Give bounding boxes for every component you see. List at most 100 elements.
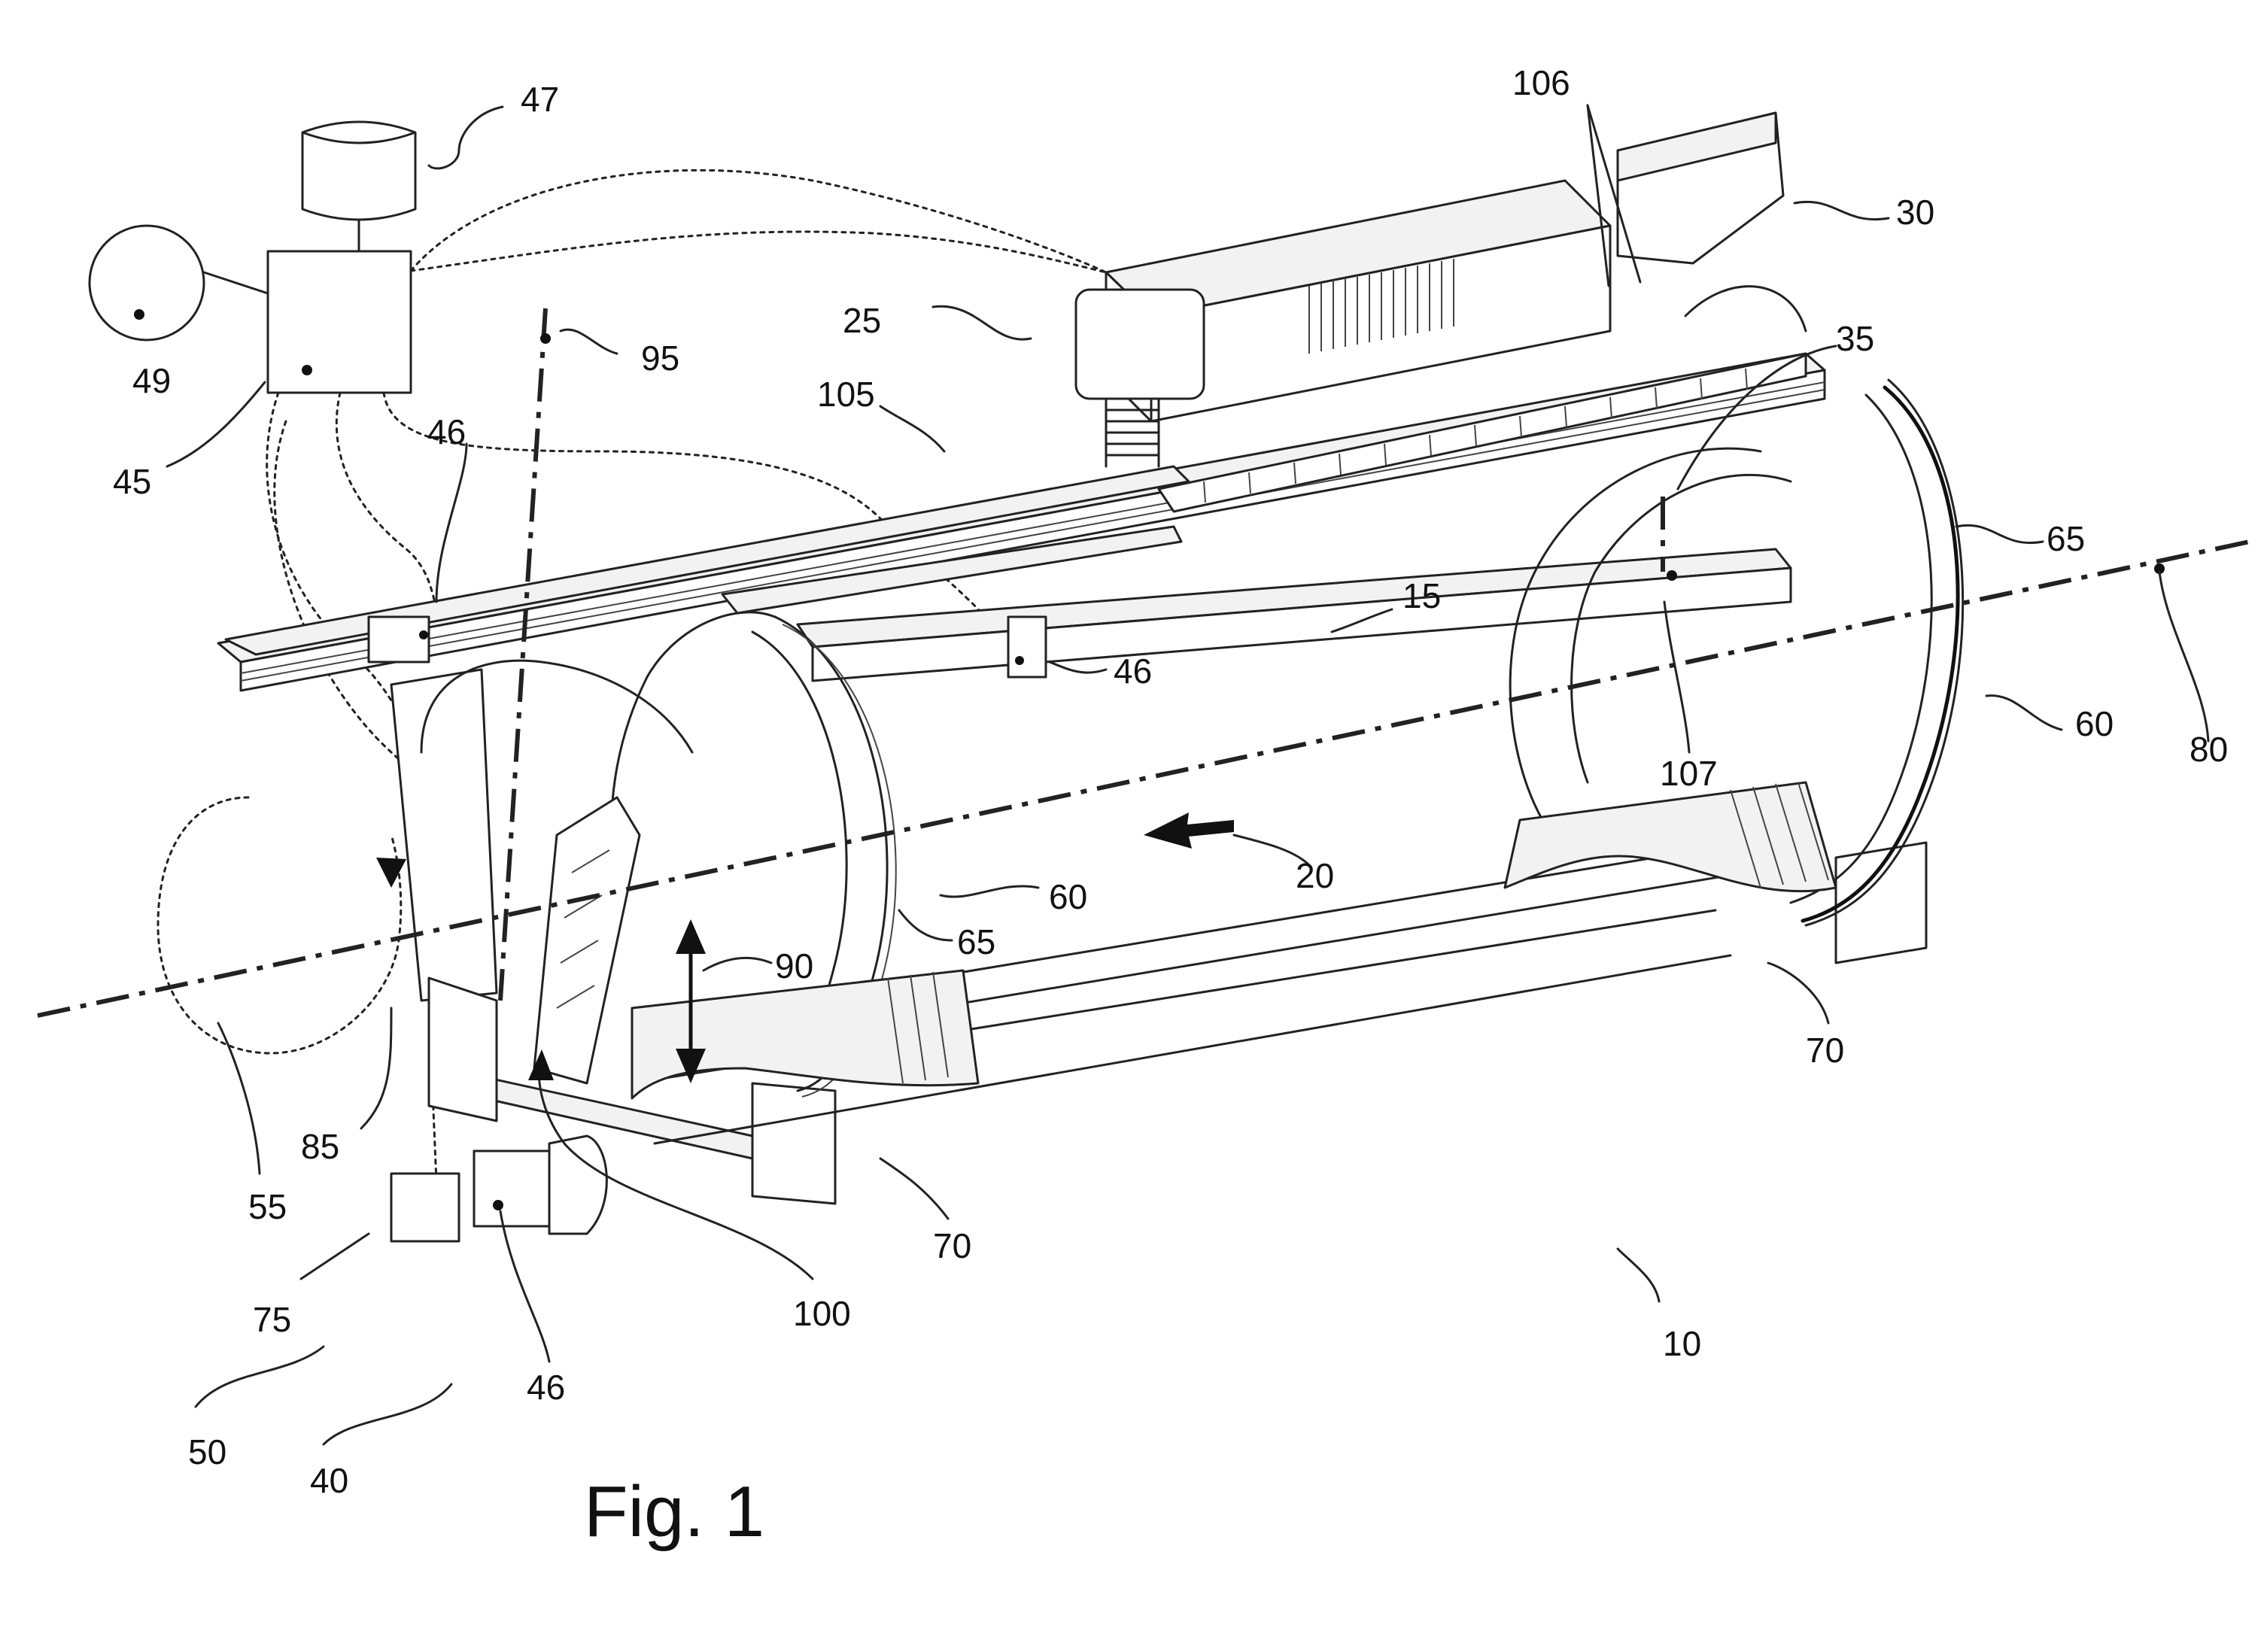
database-cylinder xyxy=(301,120,417,221)
leader-10 xyxy=(1616,1247,1661,1303)
label-40: 40 xyxy=(310,1461,348,1500)
leader-25 xyxy=(931,305,1032,341)
top-motor-dot xyxy=(419,630,428,639)
leader-105 xyxy=(879,405,946,453)
figure-caption: Fig. 1 xyxy=(584,1471,764,1552)
power-source-circle xyxy=(88,224,205,342)
label-60-right: 60 xyxy=(2075,704,2114,743)
axis-lines xyxy=(37,308,2250,1018)
label-100: 100 xyxy=(793,1294,851,1333)
rear-ring-inner-arc xyxy=(1509,447,1762,821)
motor-gearbox xyxy=(548,1134,608,1235)
label-46-bottom: 46 xyxy=(527,1368,565,1407)
leader-15 xyxy=(1330,608,1393,633)
label-30: 30 xyxy=(1896,193,1934,232)
leader-106-left xyxy=(1586,104,1610,287)
leader-20 xyxy=(1232,834,1311,867)
label-75: 75 xyxy=(253,1300,291,1339)
laser-end-plate xyxy=(1074,288,1205,400)
label-46-mid: 46 xyxy=(1114,651,1152,691)
left-base-foot xyxy=(427,976,498,1122)
rotation-arrow-head xyxy=(376,858,406,888)
rear-ring xyxy=(1509,378,1965,927)
leader-95 xyxy=(559,328,618,355)
leader-80 xyxy=(2158,570,2210,742)
carriage-arm-web xyxy=(556,849,610,1009)
rear-ring-inner-arc-2 xyxy=(1570,473,1792,784)
motion-arrows xyxy=(157,796,1234,1280)
laser-unit xyxy=(1074,111,1785,468)
upper-rail-groove-b xyxy=(240,389,1825,682)
leader-46-bottom xyxy=(499,1210,551,1363)
leader-45 xyxy=(166,381,266,468)
sensor-mid-dot xyxy=(1015,656,1024,665)
support-assembly xyxy=(631,781,1837,1145)
right-base-foot xyxy=(1834,841,1928,964)
label-105: 105 xyxy=(817,375,875,414)
label-55: 55 xyxy=(248,1187,287,1226)
cable-chain-links xyxy=(1203,368,1748,503)
vertical-travel-head-bottom xyxy=(676,1049,706,1083)
vertical-axis-line xyxy=(498,308,548,1001)
saddle-ridges-right xyxy=(1730,782,1829,888)
label-80: 80 xyxy=(2190,730,2228,769)
sensor-mid xyxy=(1007,615,1047,679)
rear-ring-gear-teeth xyxy=(1801,385,1960,923)
leader-107 xyxy=(1663,600,1691,754)
motor-left-body xyxy=(390,1172,460,1243)
feed-direction-arrow xyxy=(1144,812,1234,849)
rear-rail xyxy=(224,465,1190,656)
label-25: 25 xyxy=(843,301,881,340)
mid-base-foot xyxy=(751,1082,837,1205)
saddle-ridges-left xyxy=(887,971,949,1084)
carriage-plate xyxy=(721,525,1183,615)
wire-top-loop xyxy=(409,169,1108,274)
rotation-dashed-circle xyxy=(157,796,403,1055)
top-motor-body xyxy=(367,615,430,664)
ref-100-arrow-head xyxy=(528,1049,554,1080)
label-65-right: 65 xyxy=(2047,519,2085,558)
label-20: 20 xyxy=(1296,856,1334,895)
rear-ring-inner xyxy=(1789,393,1933,904)
motors xyxy=(367,615,1047,1243)
leader-35 xyxy=(1676,345,1837,490)
leader-75 xyxy=(299,1232,370,1280)
axis-end-dot xyxy=(2154,563,2165,574)
label-15: 15 xyxy=(1402,576,1441,615)
label-60-mid: 60 xyxy=(1049,877,1087,916)
power-source-dot xyxy=(134,309,144,320)
front-ring-left-arc xyxy=(609,611,776,904)
ref-100-arrow-line xyxy=(537,1052,814,1280)
motor-right-dot xyxy=(493,1200,503,1210)
leader-65-right xyxy=(1955,524,2044,544)
leader-30 xyxy=(1793,201,1890,220)
crossbeam-face xyxy=(811,566,1792,682)
label-49: 49 xyxy=(132,361,171,400)
laser-vent xyxy=(1308,259,1454,354)
control-system xyxy=(88,120,417,394)
ref-85-arrow-line xyxy=(360,1007,393,1130)
leader-70-right xyxy=(1767,961,1830,1025)
leader-46-top xyxy=(435,442,468,603)
label-70-mid: 70 xyxy=(933,1226,971,1265)
leader-70-mid xyxy=(879,1157,950,1220)
vertical-travel-head-top xyxy=(676,919,706,954)
label-70-right: 70 xyxy=(1806,1031,1844,1070)
ref-90-leader xyxy=(702,956,773,972)
cable-chain xyxy=(1157,285,1807,513)
wire-to-sensor-mid xyxy=(382,391,1019,664)
controller-dot xyxy=(302,365,312,375)
vertical-axis-dot xyxy=(540,333,551,344)
upper-rail-groove-a xyxy=(240,381,1825,674)
tool-axis-dot xyxy=(1667,570,1677,581)
label-90: 90 xyxy=(775,946,813,985)
gantry-carriage xyxy=(533,525,1183,1085)
label-65-mid: 65 xyxy=(957,922,995,961)
leader-106-right xyxy=(1586,104,1642,284)
label-85: 85 xyxy=(301,1127,339,1166)
main-axis-line xyxy=(37,539,2250,1018)
wire-to-encoder xyxy=(273,420,460,934)
label-95: 95 xyxy=(641,339,679,378)
